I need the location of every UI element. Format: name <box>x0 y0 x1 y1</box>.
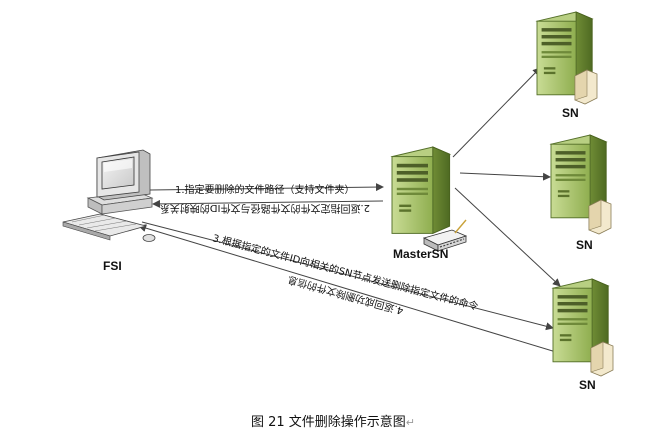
node-label-sn-mid: SN <box>576 238 593 252</box>
sn-bottom-document-icon <box>590 341 614 377</box>
arrow-3-fsi-to-sn <box>141 221 554 331</box>
edge-label-1: 1.指定要删除的文件路径（支持文件夹） <box>175 183 355 196</box>
fsi-computer-icon <box>62 149 156 242</box>
arrow-master-to-sn-top <box>452 67 541 158</box>
master-server-icon <box>391 146 451 235</box>
figure-caption: 图 21 文件删除操作示意图↵ <box>0 411 666 430</box>
network-switch-icon <box>422 219 468 252</box>
arrow-master-to-sn-bottom <box>454 187 561 287</box>
node-label-sn-top: SN <box>562 106 579 120</box>
node-label-sn-bottom: SN <box>579 378 596 392</box>
edge-label-2: 2.返回指定文件的文件路径与文件ID的映射关系 <box>160 202 370 215</box>
arrow-master-to-sn-mid <box>459 172 551 181</box>
arrow-2-master-to-fsi <box>152 199 384 208</box>
node-label-master: MasterSN <box>393 247 448 261</box>
sn-mid-document-icon <box>588 199 612 235</box>
arrow-1-fsi-to-master <box>149 183 384 192</box>
arrow-4-sn-to-fsi <box>138 224 557 353</box>
caption-text: 图 21 文件删除操作示意图 <box>250 415 406 430</box>
sn-top-document-icon <box>574 69 598 105</box>
return-mark: ↵ <box>405 416 416 429</box>
node-label-fsi: FSI <box>103 259 122 273</box>
